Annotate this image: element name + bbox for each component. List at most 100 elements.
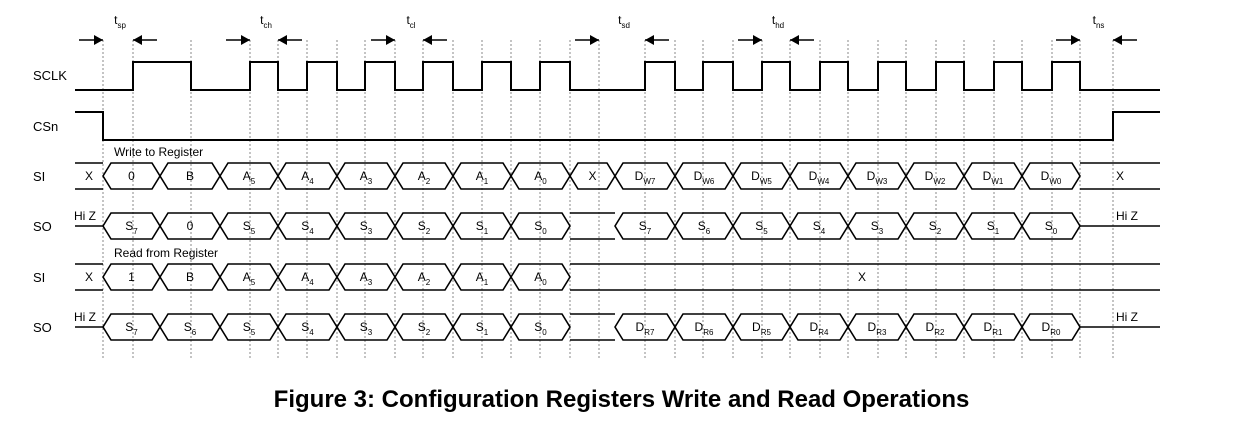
timing-param-ns: tns (1056, 13, 1137, 45)
bus-cell-label: DR6 (695, 320, 714, 337)
bus-cell-label: S6 (184, 320, 197, 337)
arrowhead (645, 35, 654, 45)
bus-cell-outline (510, 263, 571, 291)
bus-cell-label: S1 (476, 219, 489, 236)
arrowhead (1071, 35, 1080, 45)
bus-cell-label: A4 (301, 169, 314, 186)
timing-param-label: tsp (114, 13, 126, 30)
signal-label-so-3: SO (33, 219, 52, 234)
bus-cell-label: A1 (476, 270, 489, 287)
bus-cell-label: B (186, 169, 194, 183)
timing-param-sp: tsp (79, 13, 157, 45)
bus-cell-label: DW1 (983, 169, 1004, 186)
bus-cell-label: S4 (301, 219, 314, 236)
bus-cell-label: 0 (187, 219, 194, 233)
bus-cell-label: S5 (243, 219, 256, 236)
bus-cell-label: S2 (418, 320, 431, 337)
bus-cell-label: DR1 (984, 320, 1003, 337)
figure-caption: Figure 3: Configuration Registers Write … (273, 386, 970, 413)
bus-cell-label: A4 (301, 270, 314, 287)
timing-param-label: tns (1093, 13, 1105, 30)
timing-param-sd: tsd (575, 13, 669, 45)
bus-cell-label: DR5 (752, 320, 771, 337)
timing-param-label: tch (260, 13, 272, 30)
bus-cell-label: DW5 (751, 169, 772, 186)
arrowhead (1113, 35, 1122, 45)
bus-cell-label: DR3 (868, 320, 887, 337)
bus-cell-label: S3 (360, 320, 373, 337)
bus-cell-label: X (588, 169, 596, 183)
timing-param-label: tcl (406, 13, 415, 30)
bus-cell-outline (510, 313, 571, 341)
timing-param-label: thd (772, 13, 784, 30)
bus-cell-label: A0 (534, 270, 547, 287)
signal-label-sclk-0: SCLK (33, 68, 67, 83)
arrowhead (590, 35, 599, 45)
bus-row-5: Hi Z S7 S6 S5 S4 S3 S2 S1 S0 DR7 DR6 DR5 DR4 DR3 DR2 DR… (74, 310, 1160, 341)
bus-cell-label: S1 (476, 320, 489, 337)
bus-cell-label: DR0 (1042, 320, 1061, 337)
bus-cell-label: A5 (243, 270, 256, 287)
bus-row-note: Write to Register (114, 145, 203, 159)
bus-cell-label: DW6 (694, 169, 715, 186)
bus-cell-label: S2 (418, 219, 431, 236)
bus-cell-label: S5 (243, 320, 256, 337)
arrowhead (790, 35, 799, 45)
bus-cell-label: S5 (755, 219, 768, 236)
arrowhead (386, 35, 395, 45)
bus-cell-label: DR4 (810, 320, 829, 337)
bus-cell-outline (1021, 162, 1081, 190)
bus-cell-label: A0 (534, 169, 547, 186)
bus-cell-label: S1 (987, 219, 1000, 236)
bus-cell-label: A2 (418, 169, 431, 186)
bus-post-label: X (1116, 169, 1124, 183)
bus-cell-label: S0 (534, 320, 547, 337)
arrowhead (278, 35, 287, 45)
bus-cell-label: A2 (418, 270, 431, 287)
arrowhead (241, 35, 250, 45)
signal-label-si-4: SI (33, 270, 45, 285)
bus-cell-label: DW4 (809, 169, 830, 186)
bus-cell-label: S0 (1045, 219, 1058, 236)
bus-pre-label: X (85, 270, 93, 284)
bus-cell-label: DW2 (925, 169, 946, 186)
bus-cell-label: S7 (639, 219, 652, 236)
bus-cell-label: DW3 (867, 169, 888, 186)
bus-cell-label: A3 (360, 270, 373, 287)
bus-row-2: X 0 B A5 A4 A3 A2 A1 A0 X DW7 DW6 DW5 DW4 DW3 DW2 DW1 DW0… (75, 145, 1160, 190)
bus-cell-label: S6 (698, 219, 711, 236)
bus-cell-label: 0 (128, 169, 135, 183)
bus-cell-label: A1 (476, 169, 489, 186)
bus-cell-label: 1 (128, 270, 135, 284)
bus-post-label: Hi Z (1116, 209, 1138, 223)
bus-tail-label: X (858, 270, 866, 284)
sclk-waveform (75, 61, 1160, 91)
bus-row-note: Read from Register (114, 246, 218, 260)
bus-pre-label: Hi Z (74, 209, 96, 223)
bus-cell-label: S0 (534, 219, 547, 236)
bus-cell-label: A5 (243, 169, 256, 186)
bus-cell-label: S2 (929, 219, 942, 236)
bus-cell-label: DR7 (636, 320, 655, 337)
timing-param-hd: thd (738, 13, 814, 45)
bus-cell-label: S7 (125, 219, 138, 236)
bus-pre-label: X (85, 169, 93, 183)
bus-cell-label: DW7 (635, 169, 656, 186)
bus-cell-label: S4 (813, 219, 826, 236)
signal-label-csn-1: CSn (33, 119, 58, 134)
signal-label-si-2: SI (33, 169, 45, 184)
bus-cell-label: DR2 (926, 320, 945, 337)
arrowhead (423, 35, 432, 45)
bus-cell-label: S7 (125, 320, 138, 337)
bus-cell-label: S3 (871, 219, 884, 236)
bus-pre-label: Hi Z (74, 310, 96, 324)
timing-param-label: tsd (618, 13, 630, 30)
signal-label-so-5: SO (33, 320, 52, 335)
bus-cell-label: DW0 (1041, 169, 1062, 186)
bus-cell-label: A3 (360, 169, 373, 186)
arrowhead (94, 35, 103, 45)
bus-cell-label: S4 (301, 320, 314, 337)
